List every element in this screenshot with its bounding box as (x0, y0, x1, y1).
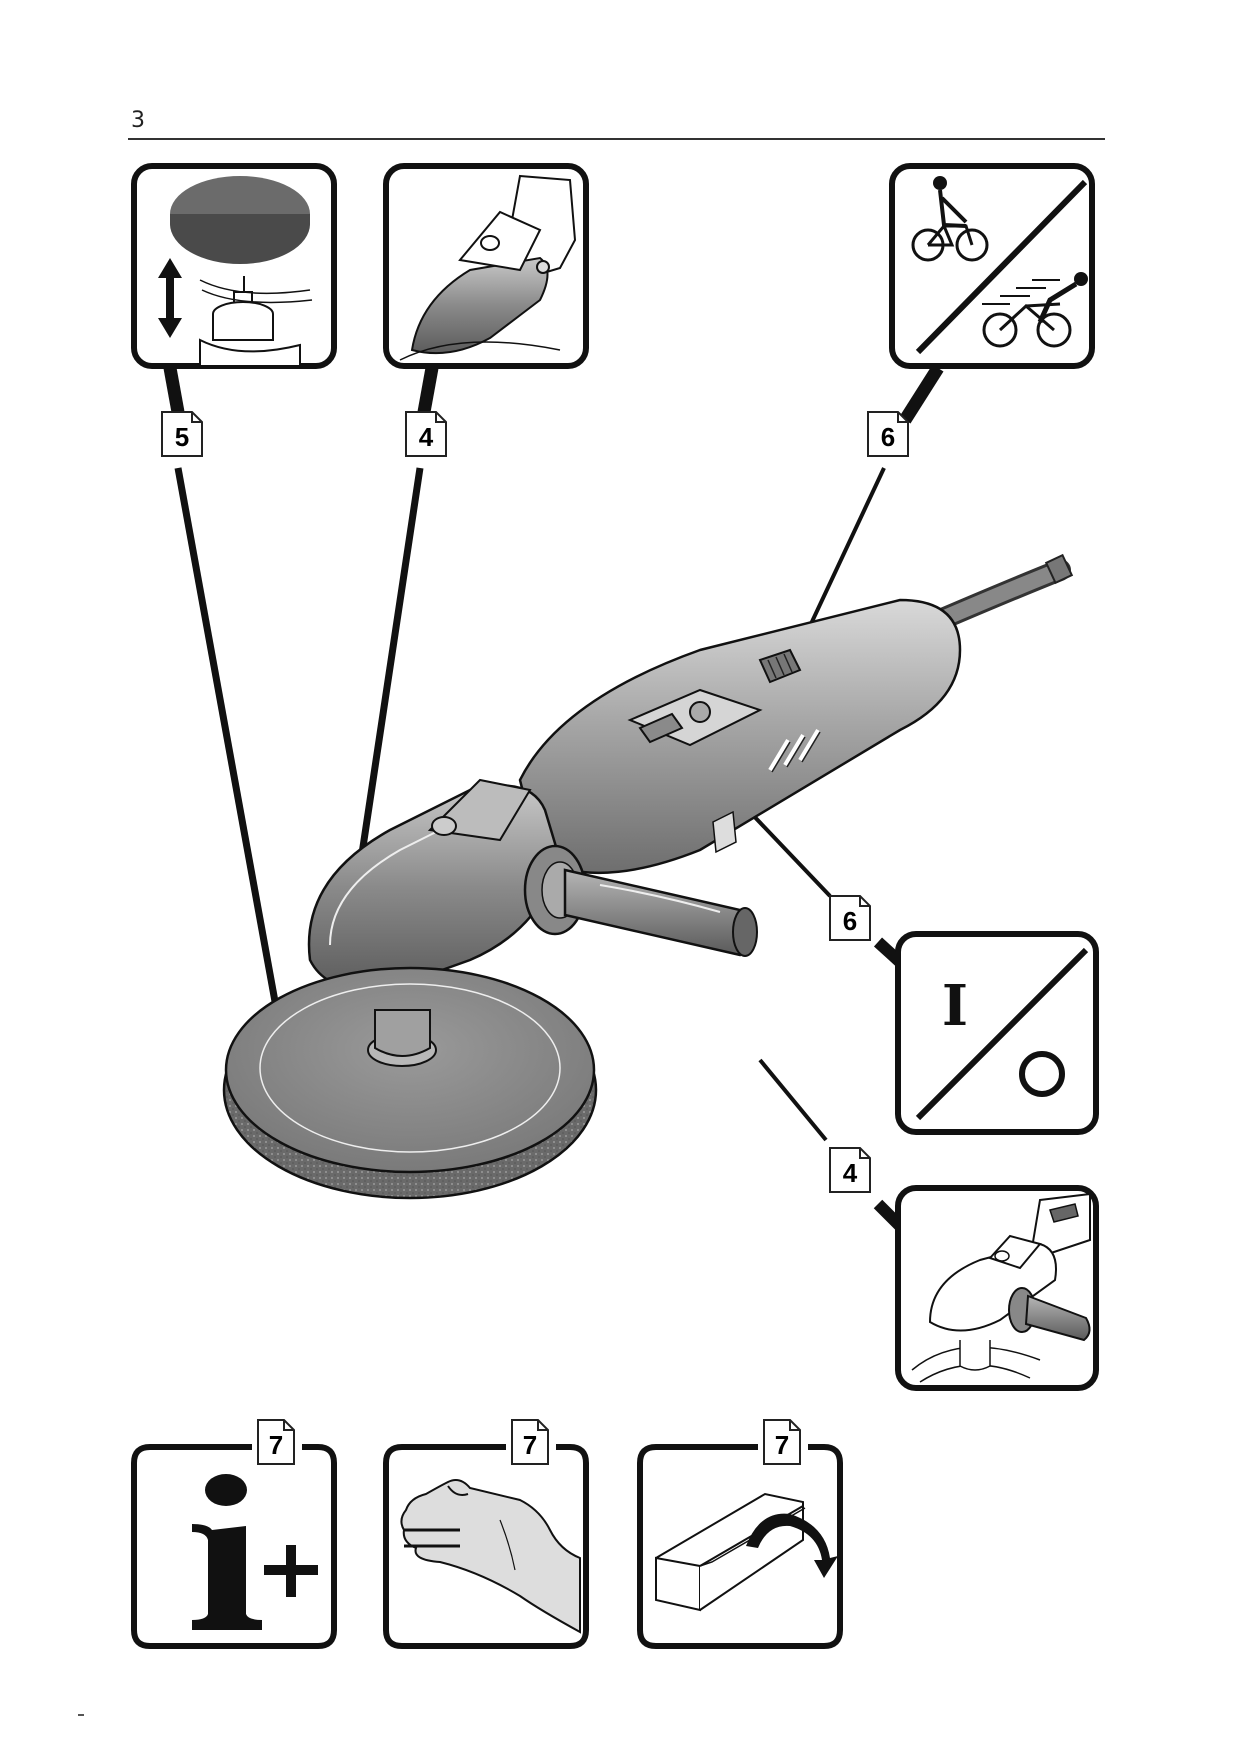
ref-number: 4 (419, 422, 434, 452)
ref-number: 6 (843, 906, 857, 936)
pad-mounting-icon (158, 176, 313, 367)
gear-head-icon (399, 174, 577, 361)
ref-badge-5-pad: 5 (161, 411, 203, 457)
on-off-switch (627, 688, 763, 747)
callout-panel-gear-head (383, 163, 589, 369)
hand-icon (400, 1479, 581, 1634)
ref-badge-4-head: 4 (405, 411, 447, 457)
polishing-pad (222, 966, 598, 1200)
bottom-panel-info: 7 (131, 1419, 337, 1649)
bottom-panel-hand: 7 (383, 1419, 589, 1649)
side-handle (523, 844, 758, 957)
callout-panel-pad-mounting (131, 163, 337, 369)
ref-number: 7 (523, 1430, 537, 1460)
bottom-panel-packaging: 7 (637, 1419, 843, 1649)
side-handle-icon (911, 1192, 1091, 1383)
speed-wheel (758, 648, 802, 684)
ref-number: 5 (175, 422, 189, 452)
spindle-lock-button (431, 816, 457, 836)
ref-badge-7-info: 7 (257, 1419, 295, 1465)
ref-number: 7 (269, 1430, 283, 1460)
on-off-icon: I (915, 947, 1089, 1121)
ref-badge-6-speed: 6 (867, 411, 909, 457)
ref-badge-4-handle: 4 (829, 1147, 871, 1193)
open-box-icon (655, 1492, 838, 1612)
ref-badge-6-switch: 6 (829, 895, 871, 941)
fast-cyclist-icon (982, 272, 1088, 348)
ref-badge-7-hand: 7 (511, 1419, 549, 1465)
slow-cyclist-icon (911, 176, 989, 262)
ref-badge-7-packaging: 7 (763, 1419, 801, 1465)
polisher-illustration (222, 553, 1074, 1200)
on-symbol: I (942, 973, 968, 1039)
callout-panel-speed-selection (889, 163, 1095, 369)
ref-number: 6 (881, 422, 895, 452)
footer-mark (78, 1714, 84, 1716)
off-symbol (1019, 1051, 1065, 1097)
callout-panel-on-off: I (895, 931, 1099, 1135)
brand-logo (712, 810, 737, 854)
speed-selection-icon (911, 176, 1088, 355)
page-number: 3 (131, 108, 145, 133)
callout-panel-side-handle (895, 1185, 1099, 1391)
header-divider (128, 138, 1105, 140)
ref-number: 4 (843, 1158, 858, 1188)
gear-head (307, 784, 562, 991)
info-plus-icon (192, 1474, 318, 1630)
ref-number: 7 (775, 1430, 789, 1460)
motor-housing (518, 598, 962, 875)
